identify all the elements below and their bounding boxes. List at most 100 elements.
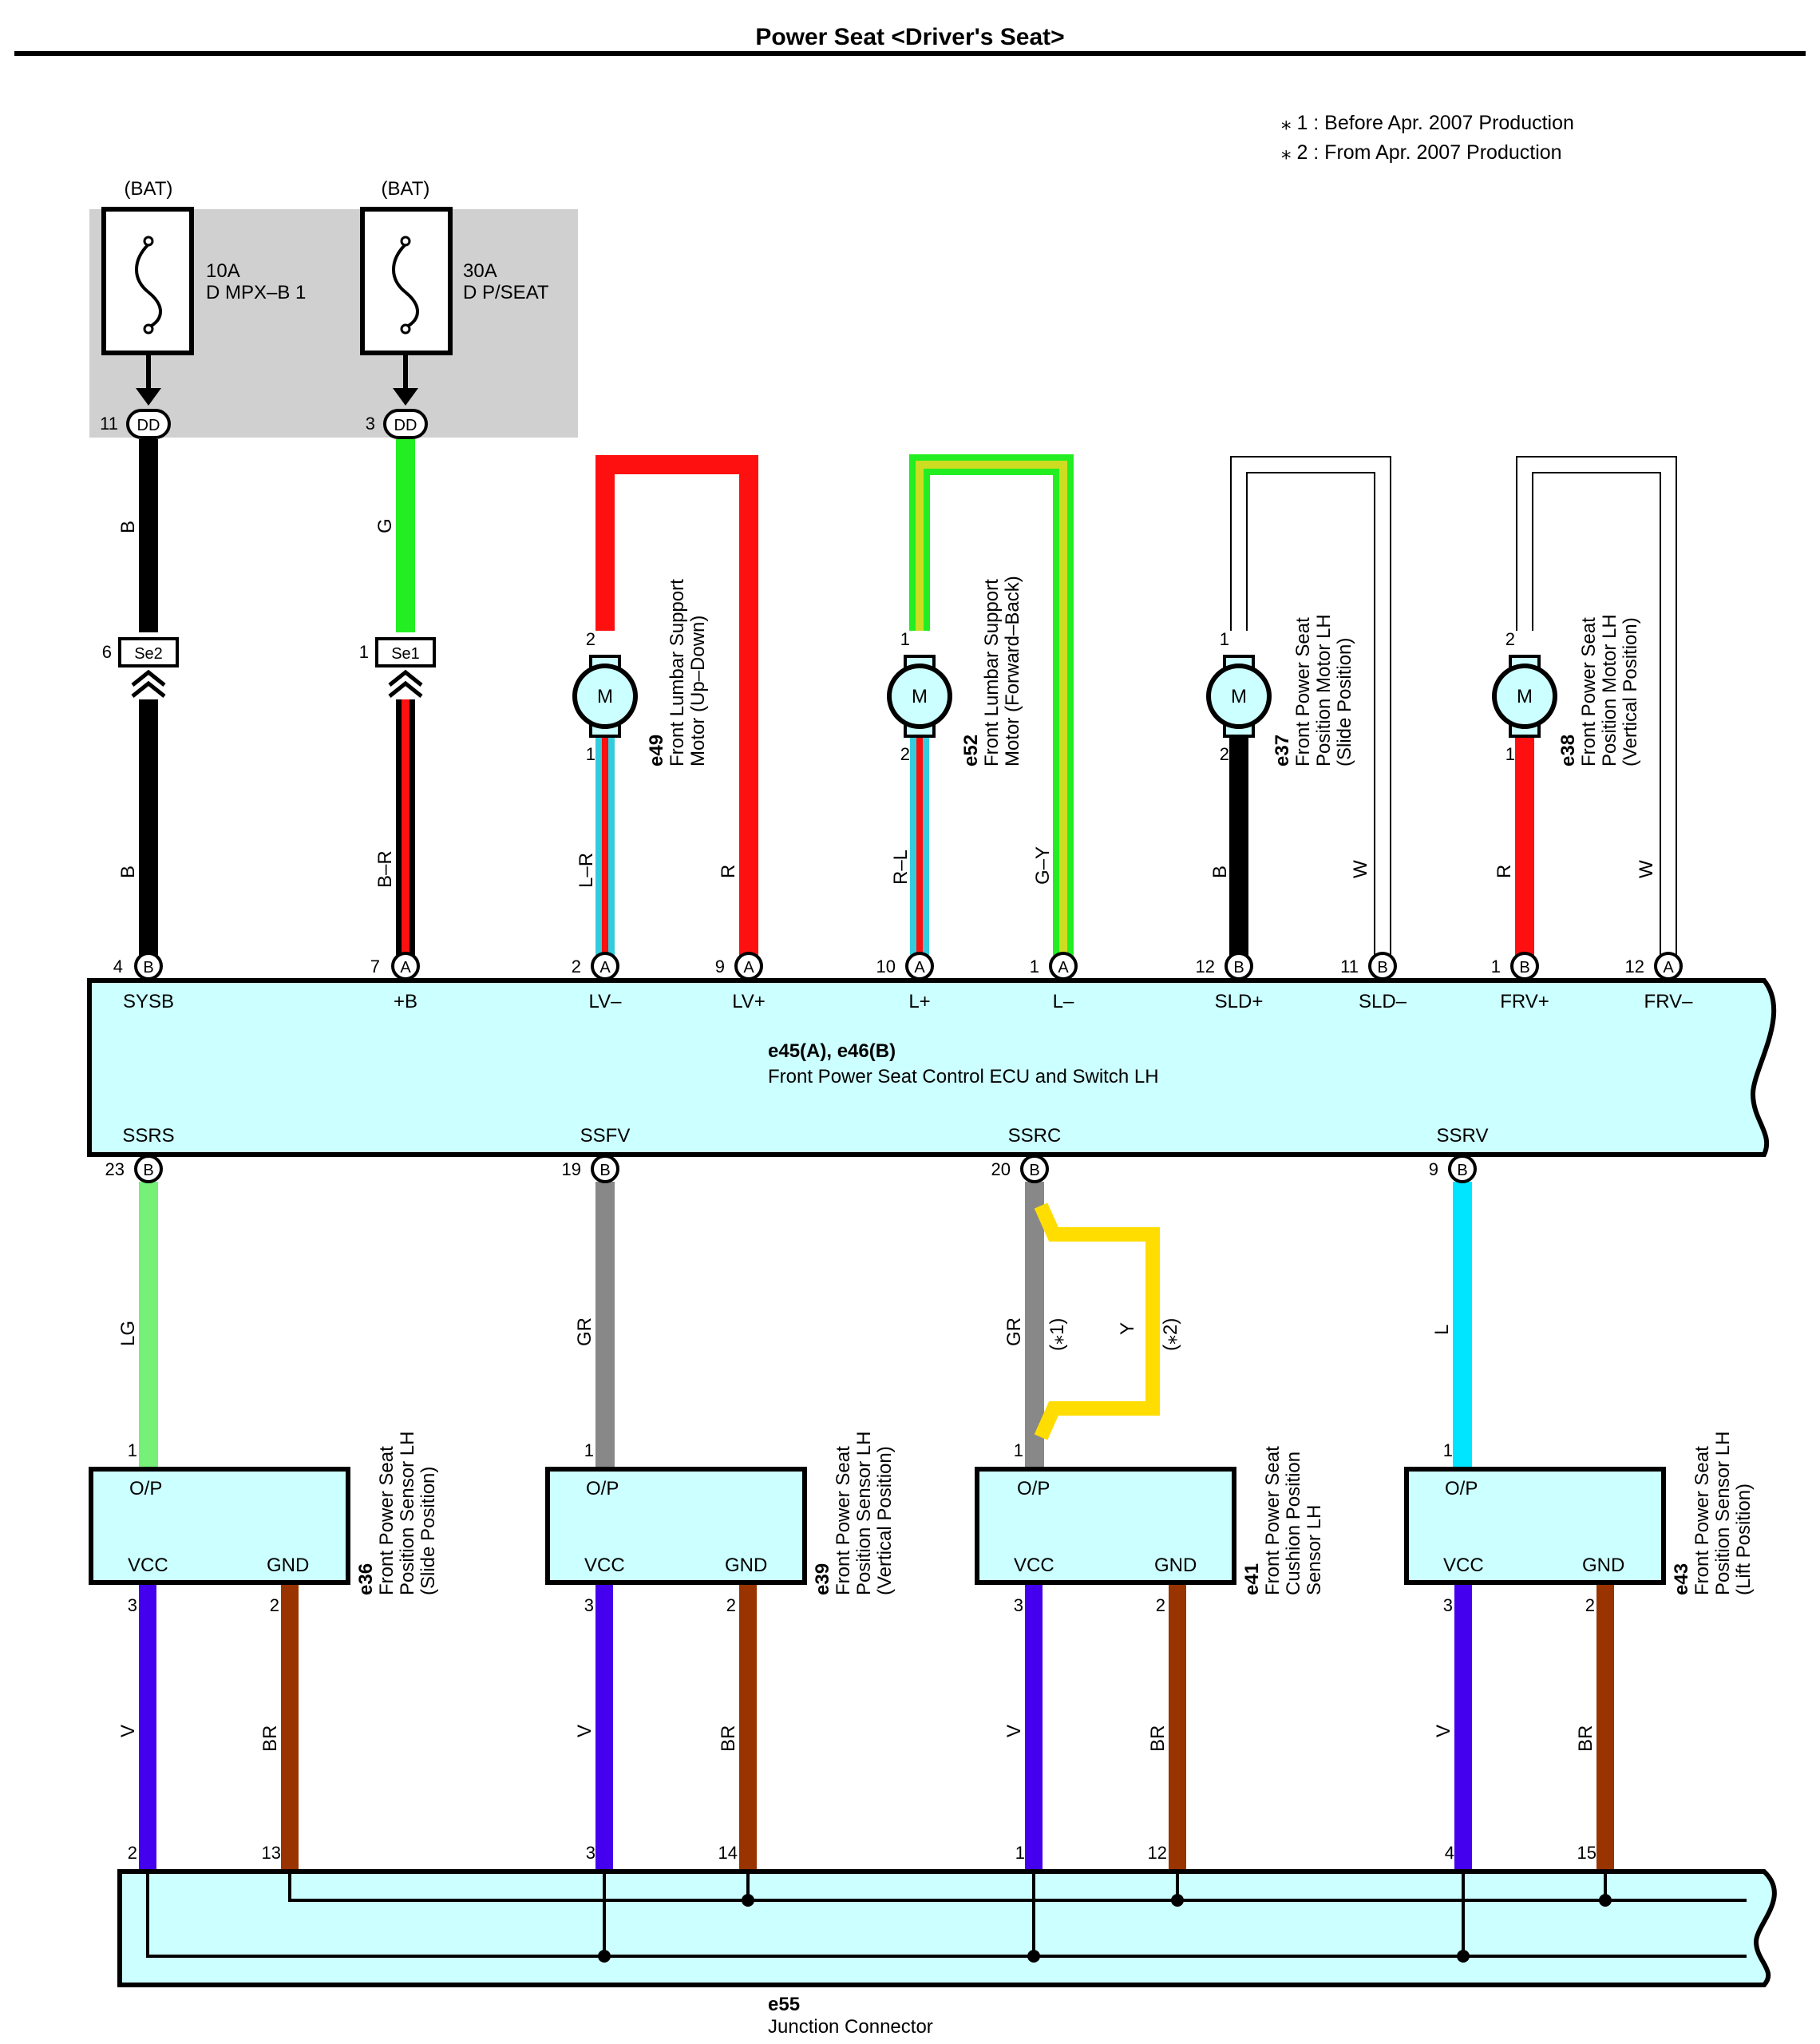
wire-label: G–Y <box>1032 846 1054 885</box>
svg-text:GND: GND <box>725 1555 767 1576</box>
svg-text:+B: +B <box>394 991 417 1012</box>
fuse-pin: 11 <box>100 414 118 434</box>
svg-text:Front Power Seat: Front Power Seat <box>1262 1446 1284 1595</box>
motor-code: e37 <box>1272 735 1293 766</box>
svg-text:A: A <box>1663 959 1674 976</box>
svg-text:12: 12 <box>1148 1843 1167 1863</box>
svg-text:O/P: O/P <box>129 1478 162 1499</box>
ecu-pin-lv-plus: 9 A LV+ <box>715 952 766 1012</box>
motor-pin-top: 2 <box>1505 629 1515 649</box>
svg-text:4: 4 <box>113 957 123 976</box>
svg-text:1: 1 <box>1443 1440 1453 1460</box>
wire-br <box>281 1583 299 1872</box>
motor-name: Front Lumbar Support <box>981 579 1003 766</box>
wire-v <box>1025 1583 1043 1872</box>
ecu-pin-l-minus: 1 A L– <box>1030 952 1078 1012</box>
svg-text:1: 1 <box>1491 957 1501 976</box>
svg-text:L+: L+ <box>908 991 930 1012</box>
svg-text:L–: L– <box>1053 991 1074 1012</box>
svg-text:A: A <box>914 959 925 976</box>
junction-connector-pins: 2 13 3 14 1 12 4 15 <box>128 1843 1596 1863</box>
svg-text:3: 3 <box>586 1843 595 1863</box>
wire-label: B <box>117 521 139 533</box>
svg-text:V: V <box>117 1725 139 1737</box>
svg-text:e43: e43 <box>1671 1563 1692 1595</box>
motor-pin-top: 1 <box>1220 629 1229 649</box>
sensor-e41: 1 O/P VCC GND 3 2 e41 Front Power Seat C… <box>975 1440 1325 1752</box>
wire-b <box>139 439 158 632</box>
wire-label: B <box>1209 866 1231 878</box>
svg-text:(Vertical Position): (Vertical Position) <box>874 1446 896 1595</box>
svg-text:SSRC: SSRC <box>1008 1125 1062 1147</box>
motor-icon <box>1492 664 1557 729</box>
svg-text:SSRS: SSRS <box>122 1125 174 1147</box>
motor-icon <box>887 664 952 729</box>
svg-text:1: 1 <box>1015 1843 1025 1863</box>
motor-e37: 1 M 2 e37 Front Power Seat Position Moto… <box>1206 614 1355 766</box>
motor-name: (Vertical Position) <box>1620 617 1641 766</box>
svg-text:e39: e39 <box>812 1563 833 1595</box>
svg-text:V: V <box>1433 1725 1454 1737</box>
wire-lg <box>139 1182 158 1468</box>
svg-text:1: 1 <box>128 1440 137 1460</box>
fuse-conn: DD <box>137 417 160 434</box>
svg-text:3: 3 <box>128 1595 137 1615</box>
svg-text:Position Sensor LH: Position Sensor LH <box>853 1432 875 1595</box>
wire-b <box>1229 735 1248 960</box>
svg-text:3: 3 <box>1443 1595 1453 1615</box>
note-before-2007: ⁎ 1 : Before Apr. 2007 Production <box>1281 112 1574 134</box>
wire-label: L–R <box>576 853 597 888</box>
svg-text:GND: GND <box>1154 1555 1197 1576</box>
svg-text:SLD+: SLD+ <box>1215 991 1264 1012</box>
motor-code: e38 <box>1557 735 1579 766</box>
svg-text:V: V <box>1003 1725 1025 1737</box>
svg-text:e36: e36 <box>355 1563 377 1595</box>
wire-label: R–L <box>890 850 912 885</box>
svg-text:15: 15 <box>1577 1843 1596 1863</box>
svg-text:11: 11 <box>1340 957 1359 976</box>
svg-text:3: 3 <box>584 1595 594 1615</box>
wire-r <box>595 455 758 960</box>
motor-icon <box>572 664 638 729</box>
motor-code: e52 <box>960 735 982 766</box>
svg-text:B: B <box>1377 959 1387 976</box>
sensor-e39: 1 O/P VCC GND 3 2 e39 Front Power Seat P… <box>545 1432 896 1752</box>
sensor-e43: 1 O/P VCC GND 3 2 e43 Front Power Seat P… <box>1404 1432 1755 1752</box>
fuse-10a-dmpxb1: (BAT) 10A D MPX–B 1 11 DD <box>100 178 306 439</box>
svg-text:4: 4 <box>1445 1843 1454 1863</box>
wire-l-r <box>595 735 615 960</box>
wire-r-l <box>910 735 929 960</box>
svg-text:Front Power Seat: Front Power Seat <box>1691 1446 1713 1595</box>
ecu-pin-sld-minus: 11 B SLD– <box>1340 952 1407 1012</box>
svg-text:O/P: O/P <box>1445 1478 1478 1499</box>
svg-text:3: 3 <box>1014 1595 1023 1615</box>
wire-label: R <box>1494 865 1515 878</box>
motor-e38: 2 M 1 e38 Front Power Seat Position Moto… <box>1492 614 1641 766</box>
wire-y <box>1034 1202 1160 1440</box>
wire-br <box>1169 1583 1186 1872</box>
wire-br <box>1596 1583 1614 1872</box>
junction-connector-box <box>117 1869 1777 1987</box>
wire-v <box>139 1583 156 1872</box>
note-from-2007: ⁎ 2 : From Apr. 2007 Production <box>1281 141 1562 164</box>
junction-connector-name: Junction Connector <box>768 2016 933 2038</box>
junction-se1: 1 Se1 <box>359 637 436 698</box>
svg-text:1: 1 <box>1030 957 1039 976</box>
fuse-source-label: (BAT) <box>382 178 430 200</box>
motor-e49: 2 M 1 e49 Front Lumbar Support Motor (Up… <box>572 579 709 766</box>
ecu-pin-sysb: 4 B SYSB <box>113 952 174 1012</box>
svg-text:SLD–: SLD– <box>1359 991 1407 1012</box>
wire-b <box>139 699 158 960</box>
wire-label: LG <box>117 1321 139 1346</box>
svg-text:BR: BR <box>1575 1725 1596 1752</box>
fuse-source-label: (BAT) <box>125 178 173 200</box>
wire-label: R <box>718 865 739 878</box>
svg-text:B: B <box>599 1162 610 1179</box>
svg-text:Position Sensor LH: Position Sensor LH <box>397 1432 418 1595</box>
svg-text:A: A <box>743 959 754 976</box>
svg-text:Front Power Seat: Front Power Seat <box>376 1446 398 1595</box>
motor-pin-bottom: 1 <box>586 744 595 764</box>
svg-text:12: 12 <box>1625 957 1644 976</box>
ecu-pin-ssrs: SSRS 23 B <box>105 1125 175 1183</box>
svg-text:B: B <box>143 959 153 976</box>
